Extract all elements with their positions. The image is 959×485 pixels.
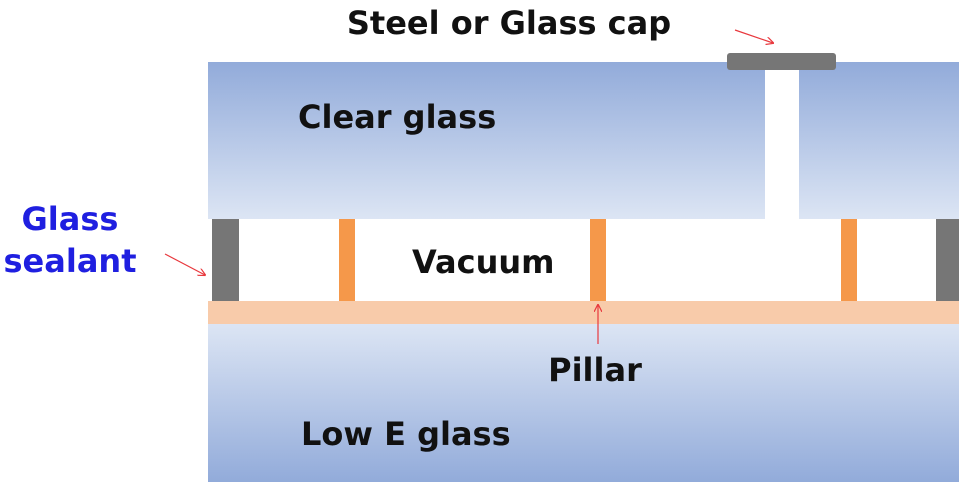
pillar-3 bbox=[841, 219, 857, 301]
cap-arrow bbox=[734, 29, 773, 43]
pillar-1 bbox=[339, 219, 355, 301]
low-e-glass-pane bbox=[208, 324, 959, 482]
glass-sealant-right bbox=[936, 219, 959, 301]
glass-sealant-label-line1: Glass bbox=[22, 200, 119, 238]
low-e-glass-label: Low E glass bbox=[301, 415, 511, 453]
clear-glass-pane-left bbox=[208, 62, 765, 219]
cap-label: Steel or Glass cap bbox=[347, 4, 671, 42]
low-e-coating bbox=[208, 301, 959, 324]
pillar-label: Pillar bbox=[548, 351, 642, 389]
pillar-2 bbox=[590, 219, 606, 301]
clear-glass-pane-right bbox=[799, 62, 959, 219]
glass-sealant-label-line2: sealant bbox=[4, 242, 137, 280]
vacuum-label: Vacuum bbox=[412, 243, 554, 281]
glass-sealant-left bbox=[212, 219, 239, 301]
clear-glass-label: Clear glass bbox=[298, 98, 496, 136]
sealant-arrow bbox=[164, 253, 205, 275]
steel-glass-cap bbox=[727, 53, 836, 70]
